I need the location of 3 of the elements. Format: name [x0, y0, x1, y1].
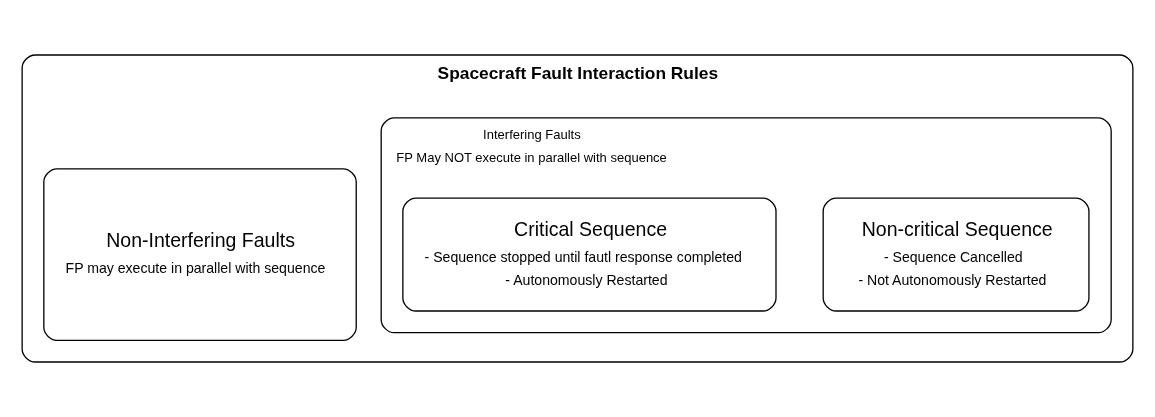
node-box: Non-critical Sequence - Sequence Cancelled - Not Autonomously Restarted	[822, 197, 1090, 312]
node-box: Critical Sequence - Sequence stopped until fautl response completed - Autonomously Restarted	[402, 197, 777, 312]
node-box: Non-Interfering Faults FP may execute in parallel with sequence	[43, 168, 357, 341]
